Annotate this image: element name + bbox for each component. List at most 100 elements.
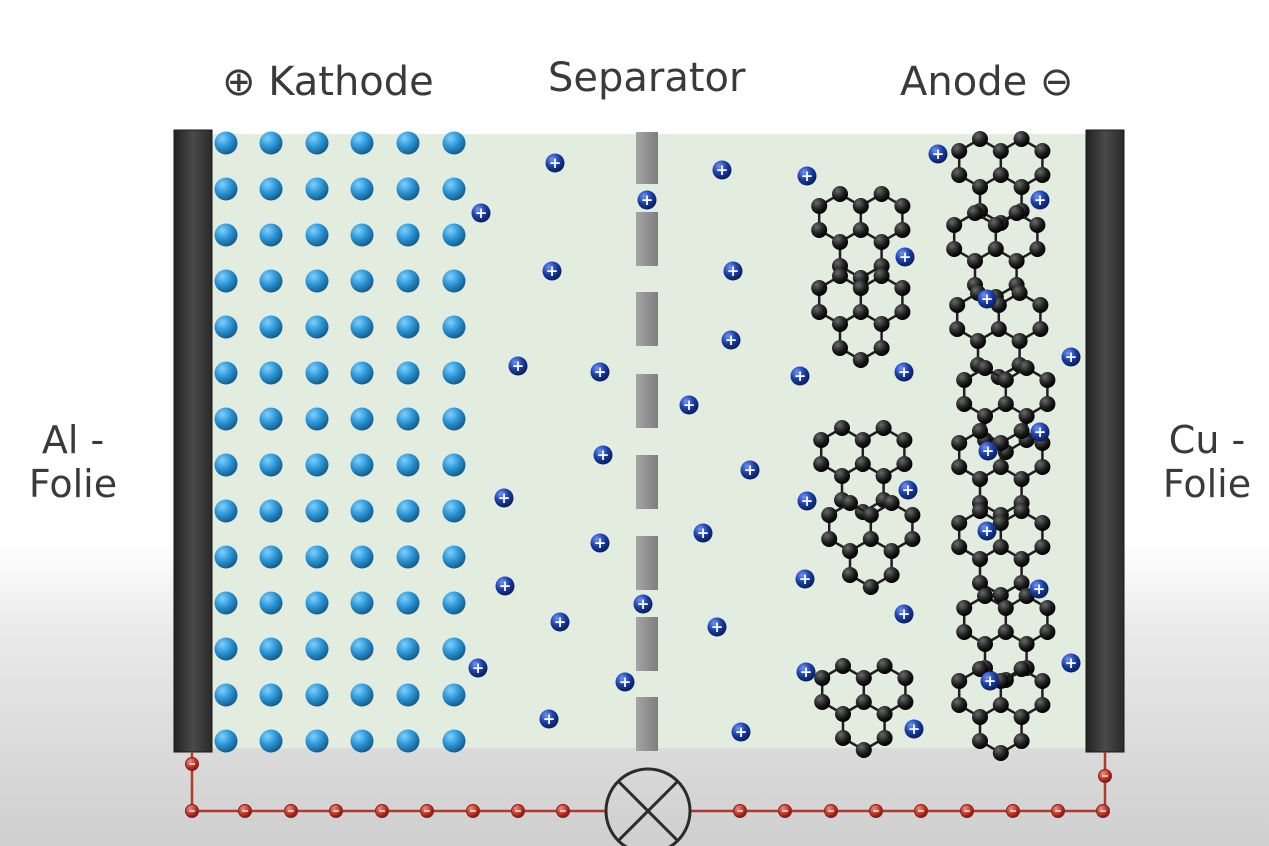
carbon-atom [855, 694, 872, 710]
carbon-atom [875, 420, 892, 436]
aluminium-foil-label: Al - Folie [18, 418, 128, 506]
lithium-ion-sign: + [549, 154, 562, 172]
cathode-particle [396, 361, 420, 385]
cathode-particle [442, 407, 466, 431]
carbon-atom [904, 531, 921, 547]
carbon-atom [821, 507, 838, 523]
carbon-atom [1032, 321, 1049, 337]
cathode-particle [396, 453, 420, 477]
carbon-atom [1011, 285, 1028, 301]
carbon-atom [873, 186, 890, 202]
cathode-particle [214, 637, 238, 661]
lithium-ion-sign: + [899, 248, 912, 266]
lithium-ion-body [712, 160, 732, 180]
carbon-atom [873, 316, 890, 332]
lithium-ion: + [707, 617, 727, 637]
lithium-ion: + [542, 261, 562, 281]
carbon-atom [951, 539, 968, 555]
cathode-particle [442, 223, 466, 247]
carbon-atom [977, 588, 993, 604]
cathode-particle [305, 315, 329, 339]
lithium-ion: + [471, 203, 491, 223]
separator-segment [636, 536, 658, 590]
carbon-atom [992, 515, 1009, 531]
lithium-ion-body [550, 612, 570, 632]
carbon-atom [1032, 297, 1049, 313]
lithium-ion-sign: + [543, 710, 556, 728]
cathode-particle [442, 729, 466, 753]
lithium-ion-body [693, 523, 713, 543]
lithium-ion-body [895, 247, 915, 267]
lithium-ion: + [898, 480, 918, 500]
lithium-ion: + [545, 153, 565, 173]
lithium-ion-sign: + [801, 492, 814, 510]
lithium-ion: + [615, 672, 635, 692]
cathode-particle [259, 269, 283, 293]
carbon-atom [832, 186, 848, 202]
carbon-atom [977, 636, 993, 652]
lithium-ion-body [740, 460, 760, 480]
carbon-atom [813, 456, 830, 472]
cathode-particle [214, 729, 238, 753]
carbon-atom [951, 515, 968, 531]
carbon-atom [854, 456, 871, 472]
cathode-particle [259, 177, 283, 201]
cathode-particle [259, 729, 283, 753]
separator-segment [636, 455, 658, 509]
lithium-ion: + [550, 612, 570, 632]
lithium-ion-body [679, 395, 699, 415]
cathode-particle [214, 591, 238, 615]
lithium-ion: + [495, 576, 515, 596]
carbon-atom [811, 222, 828, 238]
cathode-particle [350, 315, 374, 339]
lithium-ion-body [894, 362, 914, 382]
carbon-atom [997, 372, 1014, 388]
carbon-atom [972, 551, 988, 567]
carbon-atom [1018, 636, 1035, 652]
cathode-particle [214, 269, 238, 293]
carbon-atom [1008, 253, 1025, 269]
cathode-particle [259, 545, 283, 569]
carbon-atom [873, 234, 890, 250]
lithium-ion-sign: + [801, 167, 814, 185]
lithium-ion-sign: + [641, 191, 654, 209]
carbon-atom [949, 297, 966, 313]
carbon-atom [1034, 673, 1051, 689]
carbon-atom [956, 624, 973, 640]
cathode-particle [350, 453, 374, 477]
carbon-atom [855, 742, 872, 758]
cathode-particle [442, 453, 466, 477]
lithium-ion-sign: + [735, 723, 748, 741]
carbon-atom [1034, 167, 1051, 183]
lithium-ion: + [721, 330, 741, 350]
carbon-atom [873, 340, 890, 356]
carbon-atom [834, 468, 850, 484]
cathode-particle [305, 683, 329, 707]
lithium-ion: + [590, 362, 610, 382]
lithium-ion-sign: + [794, 367, 807, 385]
carbon-atom [956, 396, 973, 412]
carbon-atom [1013, 179, 1030, 195]
cathode-particle [350, 637, 374, 661]
carbon-atom [992, 697, 1009, 713]
lithium-ion-sign: + [619, 673, 632, 691]
carbon-atom [956, 372, 973, 388]
separator-label: Separator [548, 55, 746, 101]
lithium-ion-sign: + [594, 534, 607, 552]
lithium-ion-body [1061, 653, 1081, 673]
carbon-atom [883, 543, 900, 559]
carbon-atom [876, 730, 893, 746]
lithium-ion-sign: + [1065, 348, 1078, 366]
cathode-particle [442, 683, 466, 707]
carbon-atom [946, 241, 963, 257]
lithium-ion-body [1030, 422, 1050, 442]
cathode-particle [396, 223, 420, 247]
cathode-particle [214, 545, 238, 569]
cathode-particle [350, 223, 374, 247]
lamp-icon [604, 767, 692, 846]
lithium-ion-sign: + [472, 659, 485, 677]
separator-segment [636, 212, 658, 266]
carbon-atom [990, 321, 1007, 337]
cathode-particle [396, 269, 420, 293]
